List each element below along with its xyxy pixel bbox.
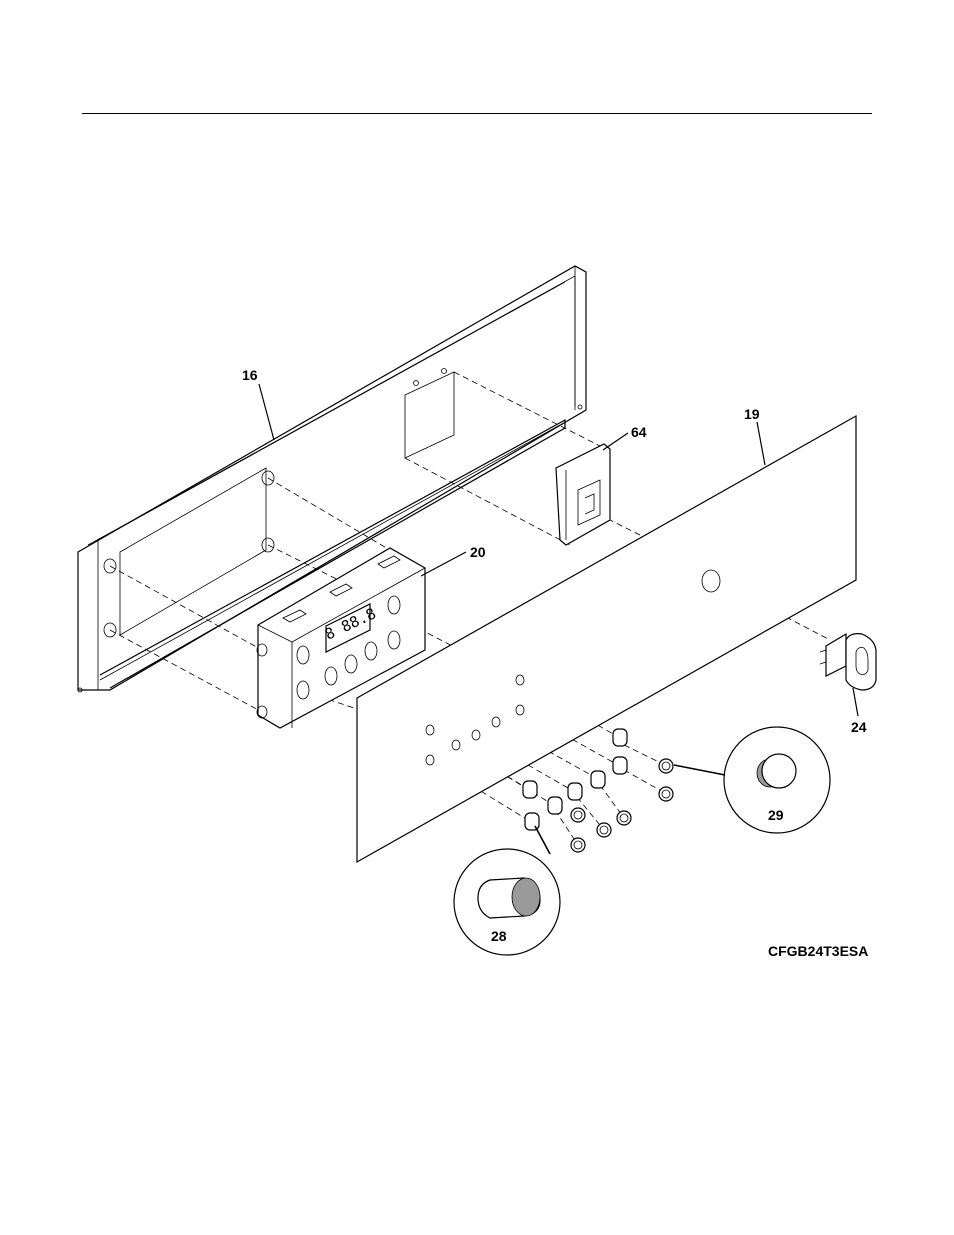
callout-64: 64 xyxy=(631,424,647,440)
callout-29: 29 xyxy=(768,807,784,823)
callout-19: 19 xyxy=(744,406,760,422)
callout-20: 20 xyxy=(470,544,486,560)
bracket xyxy=(556,444,610,545)
callout-28: 28 xyxy=(491,928,507,944)
callout-16: 16 xyxy=(242,367,258,383)
model-code: CFGB24T3ESA xyxy=(768,943,868,959)
callout-24: 24 xyxy=(851,719,867,735)
detail-circle-28 xyxy=(454,826,560,955)
detail-circle-29 xyxy=(674,727,830,833)
rocker-switch xyxy=(820,634,876,690)
